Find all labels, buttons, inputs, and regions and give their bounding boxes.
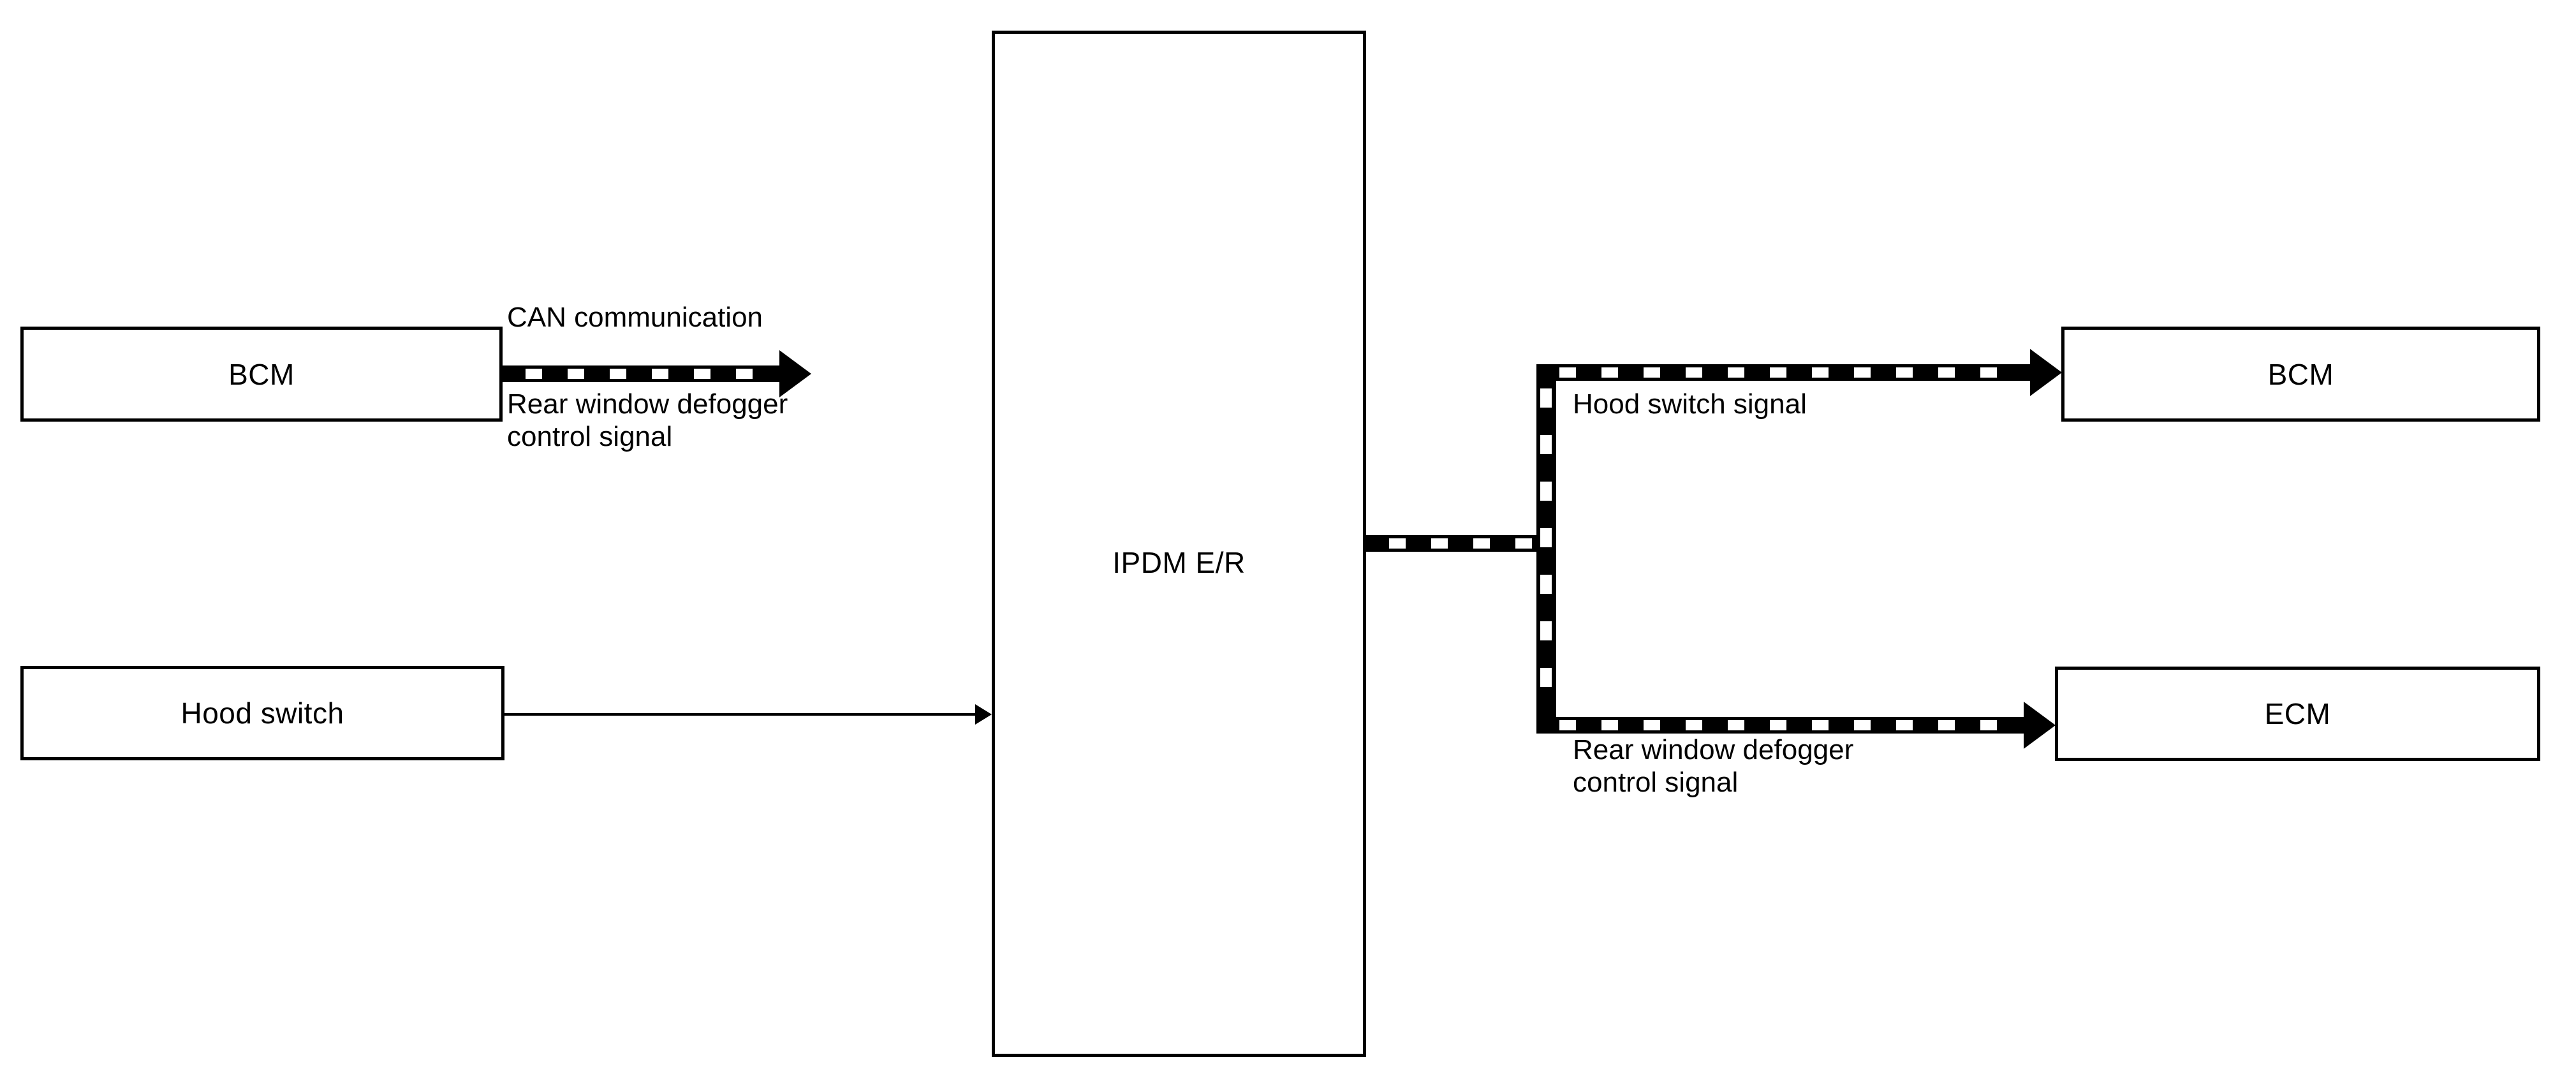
dash-notch <box>1644 720 1660 730</box>
edge-ipdm-to-ecm-arrowhead <box>2024 702 2056 749</box>
edge-hood-switch-to-ipdm-line <box>504 713 976 716</box>
dash-notch <box>1854 720 1871 730</box>
node-ecm: ECM <box>2055 667 2540 761</box>
edge-ipdm-bus-stub-notches <box>1366 535 1538 552</box>
edge-ipdm-to-bcm-arrowhead <box>2030 349 2062 396</box>
edge-hood-switch-to-ipdm-arrowhead <box>975 704 992 725</box>
dash-notch <box>1559 720 1576 730</box>
edge-ipdm-bus-trunk-notches <box>1536 364 1556 734</box>
edge-ipdm-bus-trunk <box>1536 364 1556 734</box>
edge-label-rear-window-defogger-right: Rear window defogger control signal <box>1573 734 1854 799</box>
dash-notch <box>736 369 753 379</box>
edge-label-hood-switch-signal: Hood switch signal <box>1573 388 1807 420</box>
node-hood-switch-label: Hood switch <box>180 697 344 730</box>
dash-notch <box>1540 528 1552 547</box>
edge-bcm-to-ipdm-arrowhead <box>779 350 811 397</box>
dash-notch <box>1728 367 1744 378</box>
node-ipdm-er: IPDM E/R <box>992 31 1366 1057</box>
dash-notch <box>1644 367 1660 378</box>
dash-notch <box>1540 575 1552 594</box>
dash-notch <box>1389 538 1406 549</box>
node-ecm-label: ECM <box>2264 697 2331 730</box>
node-ipdm-er-label: IPDM E/R <box>1112 546 1246 579</box>
node-bcm-right: BCM <box>2061 327 2540 422</box>
edge-ipdm-bus-stub <box>1366 535 1538 552</box>
dash-notch <box>1812 367 1829 378</box>
dash-notch <box>1686 720 1702 730</box>
dash-notch <box>1938 720 1955 730</box>
dash-notch <box>1896 720 1913 730</box>
dash-notch <box>1601 720 1618 730</box>
dash-notch <box>694 369 710 379</box>
dash-notch <box>1686 367 1702 378</box>
dash-notch <box>1770 367 1786 378</box>
dash-notch <box>526 369 542 379</box>
node-hood-switch: Hood switch <box>20 666 504 760</box>
dash-notch <box>1559 367 1576 378</box>
dash-notch <box>1515 538 1532 549</box>
edge-ipdm-to-bcm-notches <box>1536 364 2034 381</box>
dash-notch <box>1540 388 1552 408</box>
dash-notch <box>1938 367 1955 378</box>
edge-bcm-to-ipdm-bar <box>503 365 783 382</box>
dash-notch <box>1601 367 1618 378</box>
edge-bcm-to-ipdm-notches <box>503 365 783 382</box>
dash-notch <box>1896 367 1913 378</box>
node-bcm-left: BCM <box>20 327 503 422</box>
dash-notch <box>1540 435 1552 454</box>
edge-label-rear-window-defogger-left: Rear window defogger control signal <box>507 388 788 453</box>
dash-notch <box>1473 538 1490 549</box>
dash-notch <box>1728 720 1744 730</box>
dash-notch <box>1980 720 1997 730</box>
dash-notch <box>610 369 626 379</box>
dash-notch <box>1854 367 1871 378</box>
edge-ipdm-to-bcm-bar <box>1536 364 2034 381</box>
dash-notch <box>652 369 668 379</box>
dash-notch <box>1540 621 1552 640</box>
dash-notch <box>568 369 584 379</box>
node-bcm-left-label: BCM <box>228 357 295 391</box>
dash-notch <box>1540 668 1552 687</box>
edge-label-can-communication: CAN communication <box>507 302 763 333</box>
node-bcm-right-label: BCM <box>2267 357 2334 391</box>
edge-ipdm-to-ecm-notches <box>1536 717 2028 734</box>
edge-ipdm-to-ecm-bar <box>1536 717 2028 734</box>
dash-notch <box>1770 720 1786 730</box>
dash-notch <box>1540 482 1552 501</box>
dash-notch <box>1431 538 1448 549</box>
dash-notch <box>1812 720 1829 730</box>
dash-notch <box>1980 367 1997 378</box>
